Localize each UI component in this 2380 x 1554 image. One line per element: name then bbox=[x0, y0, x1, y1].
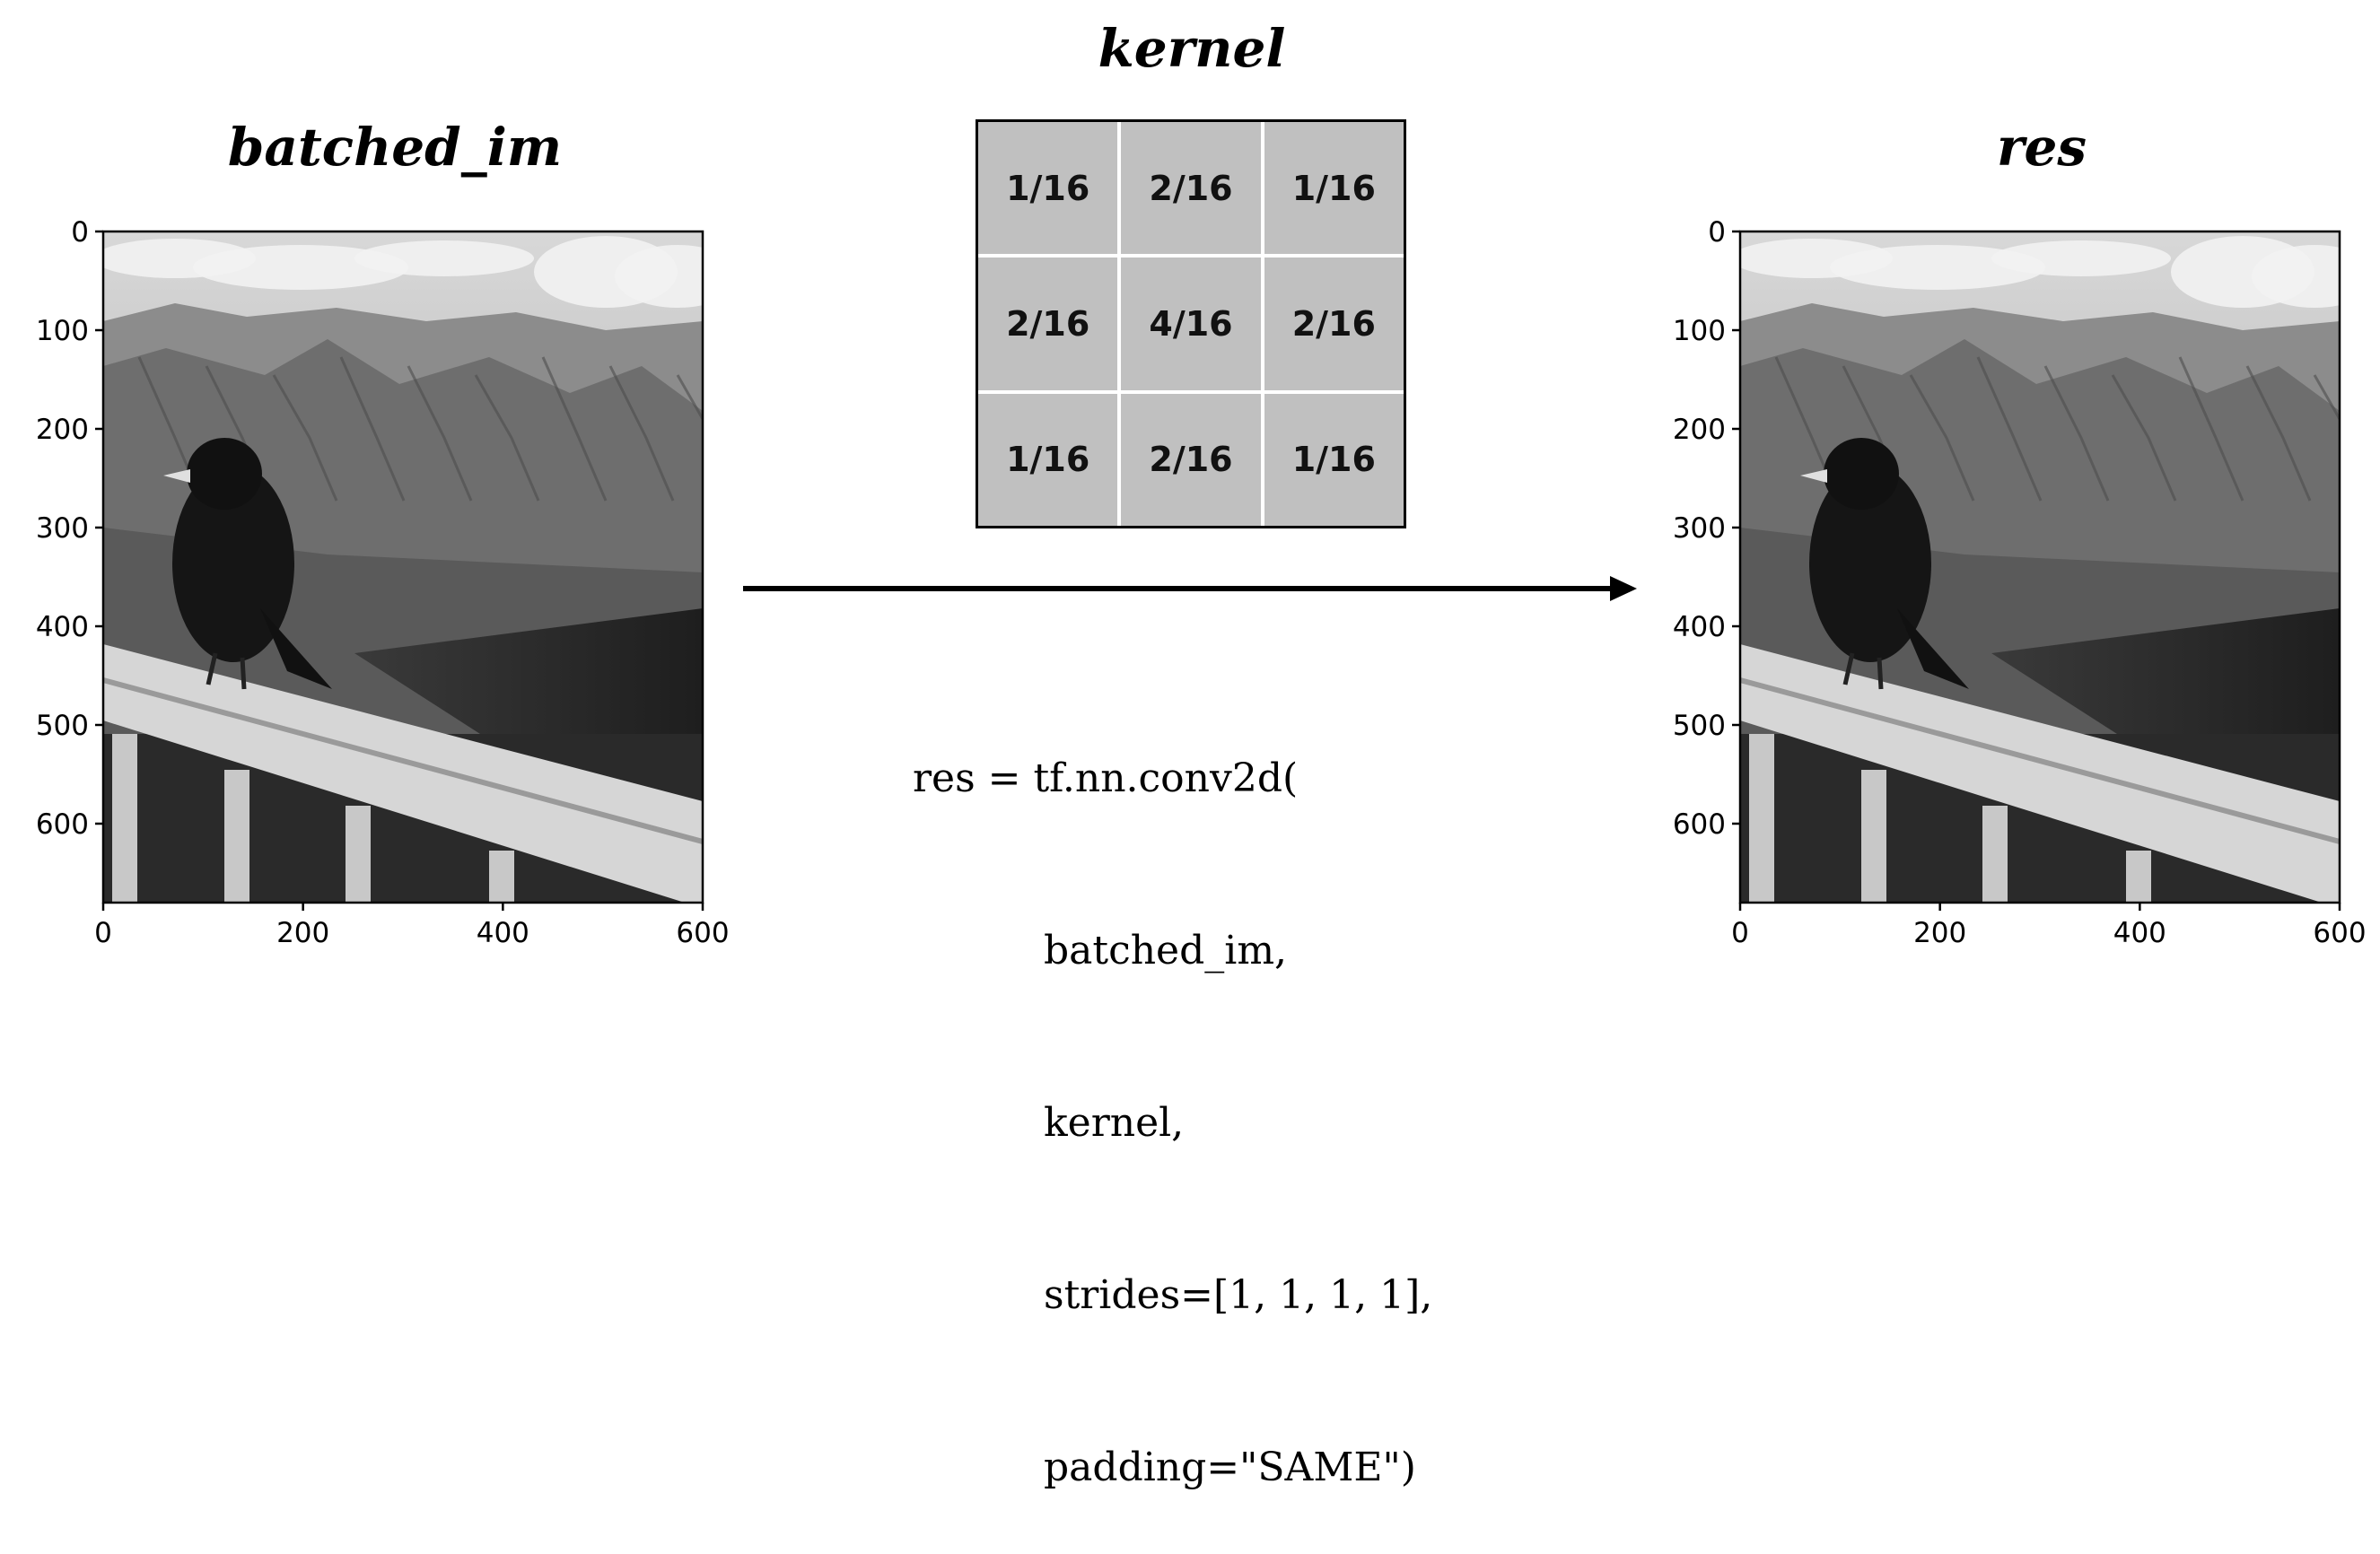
kernel-cell: 4/16 bbox=[1121, 258, 1261, 390]
conv2d-code: res = tf.nn.conv2d( batched_im, kernel, … bbox=[913, 635, 1432, 1554]
x-tick-label: 400 bbox=[2113, 917, 2166, 949]
y-tick-label: 600 bbox=[36, 808, 89, 841]
x-tick-label: 400 bbox=[477, 917, 529, 949]
x-tick-label: 200 bbox=[276, 917, 329, 949]
x-tick-label: 0 bbox=[94, 917, 112, 949]
code-line: res = tf.nn.conv2d( bbox=[913, 755, 1299, 801]
y-tick-label: 200 bbox=[1673, 414, 1726, 446]
y-tick-label: 400 bbox=[1673, 611, 1726, 643]
axes-frame bbox=[101, 230, 704, 904]
y-tick-label: 300 bbox=[36, 512, 89, 545]
y-tick-label: 500 bbox=[36, 710, 89, 742]
kernel-cell: 2/16 bbox=[978, 258, 1118, 390]
code-line: kernel, bbox=[1044, 1100, 1185, 1146]
y-tick-label: 100 bbox=[1673, 315, 1726, 347]
photo bbox=[103, 231, 703, 903]
output-image-axes: 0 100 200 300 400 500 600 0 200 400 600 bbox=[1673, 216, 2367, 949]
kernel-cell: 2/16 bbox=[1121, 393, 1261, 526]
y-tick-label: 400 bbox=[36, 611, 89, 643]
kernel-cell: 1/16 bbox=[978, 393, 1118, 526]
y-tick-label: 0 bbox=[71, 216, 89, 249]
photo bbox=[1740, 231, 2340, 903]
kernel-cell: 1/16 bbox=[978, 122, 1118, 255]
y-tick-label: 300 bbox=[1673, 512, 1726, 545]
input-title: batched_im bbox=[227, 117, 563, 178]
y-tick-label: 100 bbox=[36, 315, 89, 347]
right-arrow-icon bbox=[743, 576, 1637, 601]
y-tick-label: 0 bbox=[1708, 216, 1726, 249]
x-tick-label: 0 bbox=[1731, 917, 1749, 949]
code-line: padding="SAME") bbox=[1044, 1445, 1416, 1490]
code-line: batched_im, bbox=[1044, 928, 1288, 973]
x-tick-label: 600 bbox=[676, 917, 729, 949]
x-tick-label: 200 bbox=[1913, 917, 1966, 949]
axes-frame bbox=[1738, 230, 2341, 904]
code-line: strides=[1, 1, 1, 1], bbox=[1044, 1272, 1433, 1318]
y-tick-label: 200 bbox=[36, 414, 89, 446]
x-tick-label: 600 bbox=[2313, 917, 2366, 949]
y-tick-label: 500 bbox=[1673, 710, 1726, 742]
input-image-axes: 0 100 200 300 400 500 600 0 200 400 600 bbox=[36, 216, 730, 949]
kernel-cell: 1/16 bbox=[1264, 393, 1404, 526]
output-title: res bbox=[1996, 117, 2087, 178]
y-tick-label: 600 bbox=[1673, 808, 1726, 841]
kernel-cell: 1/16 bbox=[1264, 122, 1404, 255]
kernel-matrix: 1/16 2/16 1/16 2/16 4/16 2/16 1/16 2/16 … bbox=[976, 119, 1406, 528]
kernel-title: kernel bbox=[1098, 18, 1286, 79]
kernel-cell: 2/16 bbox=[1121, 122, 1261, 255]
kernel-cell: 2/16 bbox=[1264, 258, 1404, 390]
